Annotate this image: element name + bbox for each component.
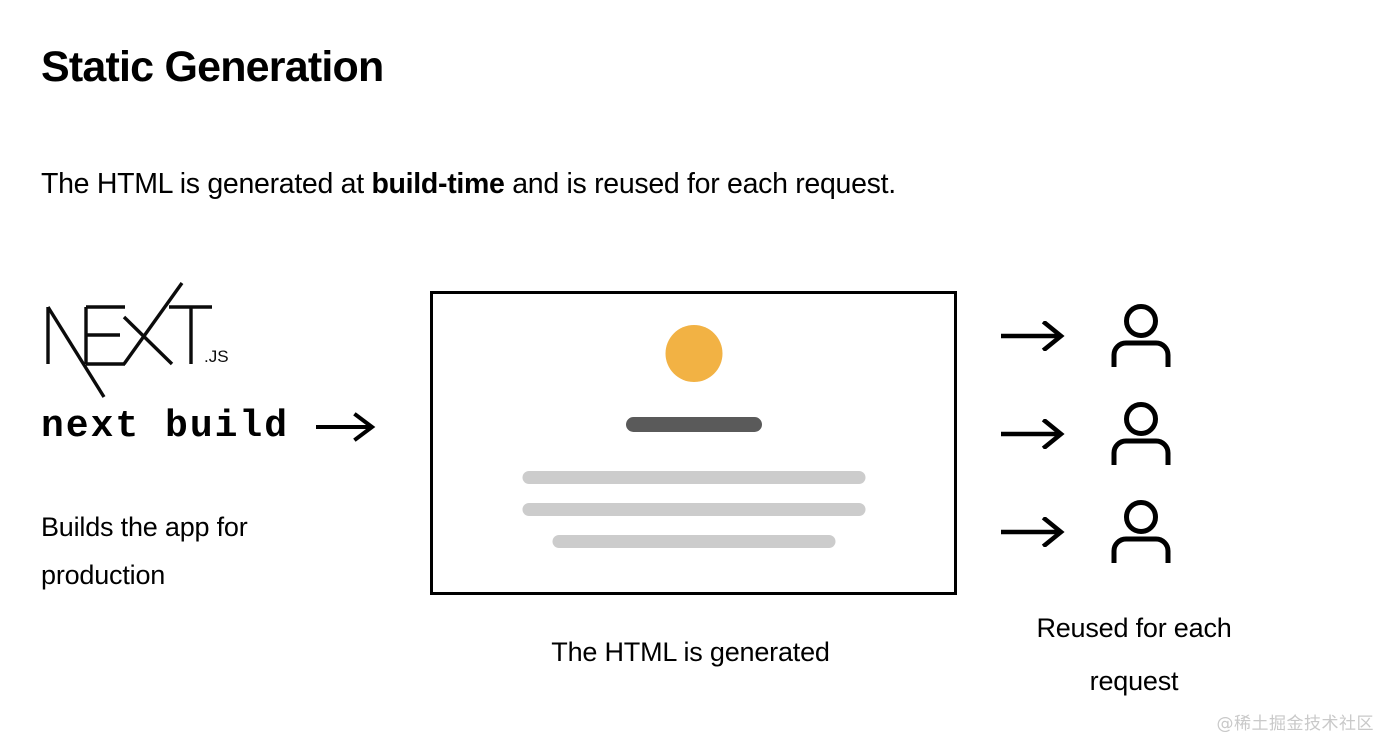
subtitle-text-before: The HTML is generated at [41,168,372,200]
mockup-text-line-2 [522,503,865,516]
arrow-right-icon [316,411,376,442]
build-command-row: next build [41,405,379,448]
mockup-avatar-circle [665,325,722,382]
nextjs-branding-block: .JS [41,280,421,400]
arrow-right-icon [1001,419,1065,449]
arrow-right-icon [1001,517,1065,547]
requests-caption: Reused for each request [975,602,1293,707]
mockup-text-line-3 [552,535,835,548]
nextjs-logo-suffix: .JS [204,347,229,366]
build-description: Builds the app for production [41,512,248,591]
subtitle-text-after: and is reused for each request. [504,168,896,200]
request-row [1000,401,1172,467]
request-row [1000,499,1172,565]
subtitle-highlight-build-time: build-time [371,168,505,200]
mockup-caption: The HTML is generated [551,637,830,667]
request-row [1000,303,1172,369]
build-command-text: next build [41,405,290,448]
user-icon [1111,500,1171,563]
arrow-right-icon [1001,321,1065,351]
generated-page-mockup [430,291,957,595]
user-icon [1111,304,1171,367]
nextjs-logo-icon: .JS [46,282,229,398]
mockup-text-line-1 [522,471,865,484]
requests-caption-line-1: Reused for each [1036,613,1232,643]
mockup-frame [430,291,957,595]
mockup-heading-bar [625,417,762,432]
user-icon [1111,402,1171,465]
watermark: @稀土掘金技术社区 [1216,714,1374,734]
page-title: Static Generation [41,43,384,91]
requests-group [1000,303,1172,565]
page-subtitle: The HTML is generated at build-time and … [41,167,896,201]
requests-caption-line-2: request [1089,665,1179,696]
